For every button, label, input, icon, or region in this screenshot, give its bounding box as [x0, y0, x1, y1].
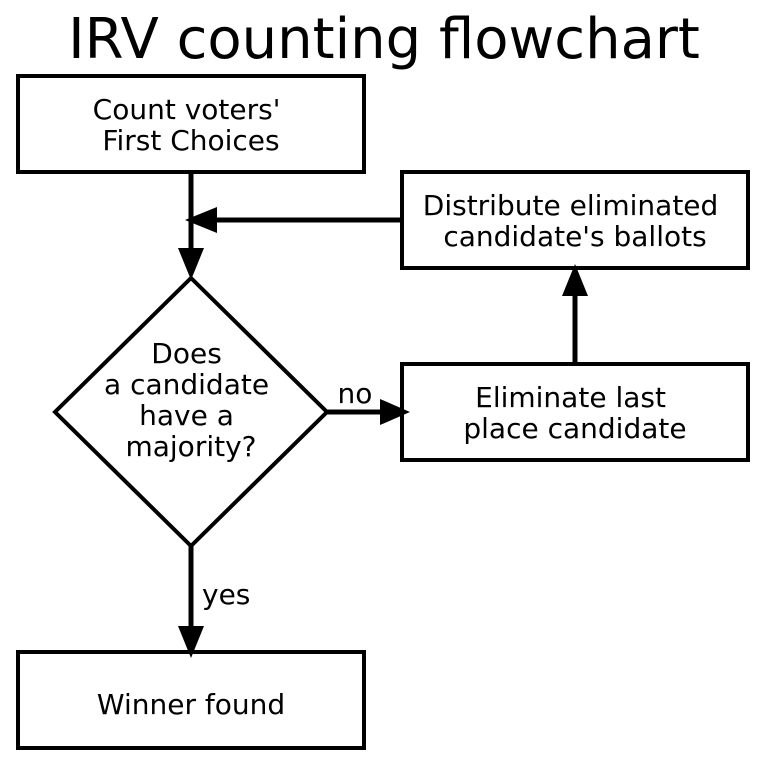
edge-count-to-decision [178, 172, 204, 280]
edge-distribute-to-main-line [185, 207, 402, 233]
yes-edge-label: yes [202, 578, 250, 611]
eliminate-last-place-box: Eliminate last place candidate [400, 362, 750, 462]
distribute-ballots-label: Distribute eliminated candidate's ballot… [423, 189, 727, 253]
edge-decision-to-eliminate [327, 399, 410, 425]
distribute-ballots-box: Distribute eliminated candidate's ballot… [400, 170, 750, 270]
arrowhead-down-icon [178, 626, 204, 658]
arrowhead-left-icon [185, 207, 217, 233]
arrowhead-down-icon [178, 248, 204, 280]
edge-decision-to-winner [178, 546, 204, 658]
winner-found-label: Winner found [97, 688, 285, 721]
arrowhead-right-icon [380, 399, 410, 425]
eliminate-last-place-label: Eliminate last place candidate [463, 381, 686, 445]
majority-decision-label: Does a candidate have a majority? [104, 337, 278, 463]
flowchart-title: IRV counting flowchart [68, 7, 700, 72]
majority-decision-diamond: Does a candidate have a majority? [52, 275, 330, 549]
count-first-choices-box: Count voters' First Choices [16, 74, 366, 174]
no-edge-label: no [338, 377, 373, 410]
edge-eliminate-to-distribute [562, 264, 588, 364]
count-first-choices-label: Count voters' First Choices [93, 93, 290, 157]
winner-found-box: Winner found [16, 650, 366, 750]
arrowhead-up-icon [562, 264, 588, 296]
